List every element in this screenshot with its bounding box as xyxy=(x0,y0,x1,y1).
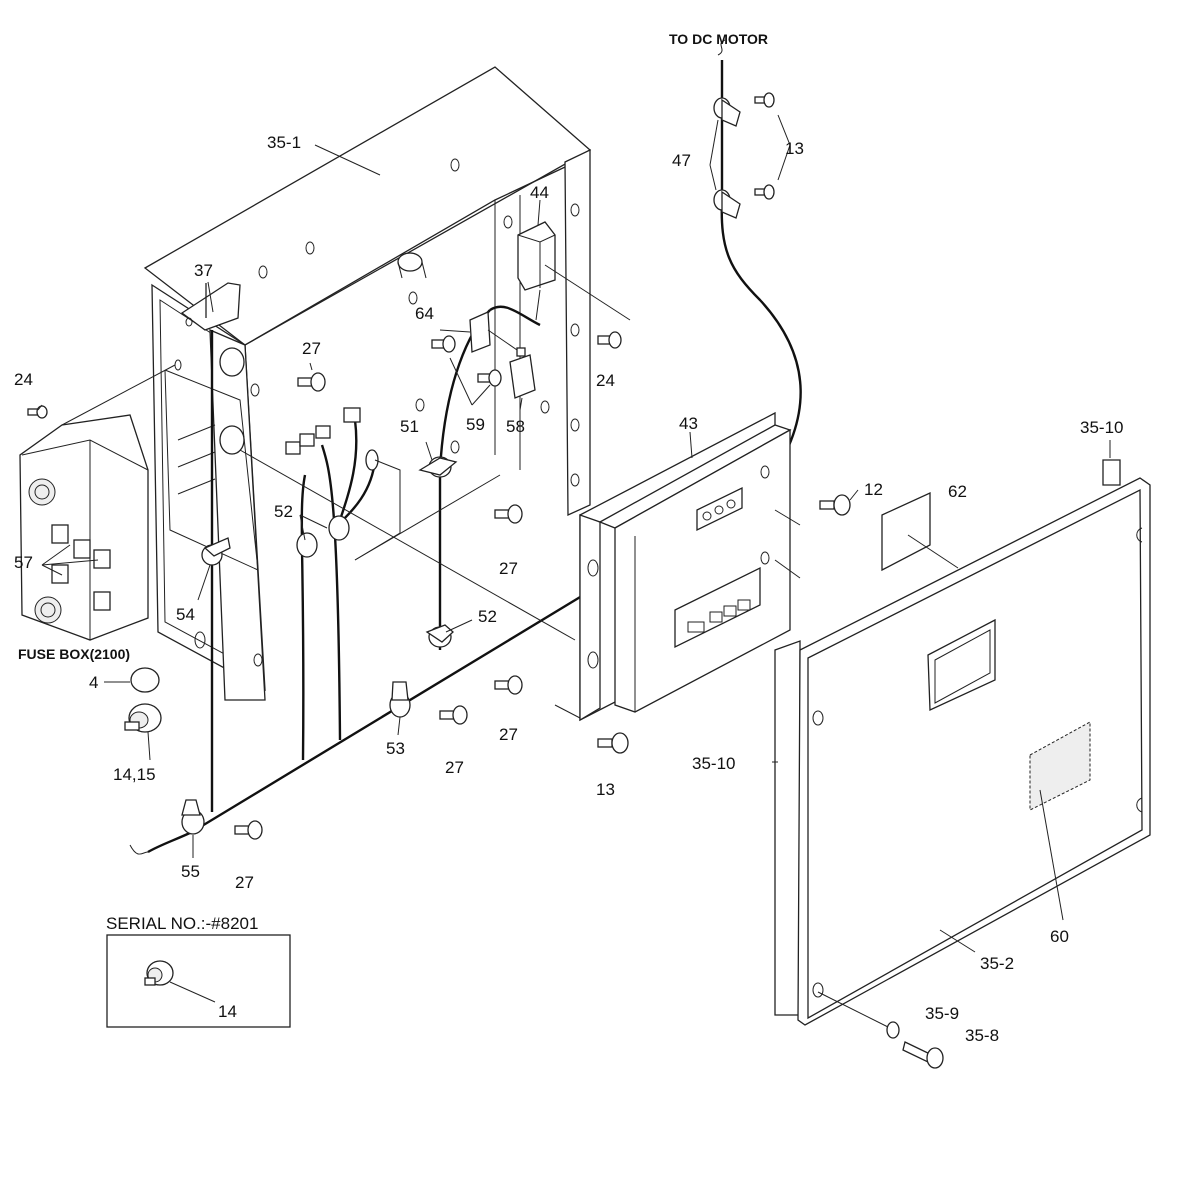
label-55: 55 xyxy=(181,862,200,881)
relay-64 xyxy=(469,311,521,353)
relay-58 xyxy=(509,347,536,399)
cap-4 xyxy=(104,667,160,693)
label-27-a: 27 xyxy=(302,339,321,358)
bolts xyxy=(27,92,851,840)
clamp-54 xyxy=(201,537,231,566)
label-13-bottom: 13 xyxy=(596,780,615,799)
label-27-d: 27 xyxy=(445,758,464,777)
label-35-1: 35-1 xyxy=(267,133,301,152)
cover-35-2 xyxy=(774,459,1151,1026)
label-52-b: 52 xyxy=(478,607,497,626)
label-13-top: 13 xyxy=(785,139,804,158)
label-54: 54 xyxy=(176,605,195,624)
label-35-9: 35-9 xyxy=(925,1004,959,1023)
label-53: 53 xyxy=(386,739,405,758)
bolt-35-8 xyxy=(902,1041,944,1069)
bracket-37 xyxy=(180,282,241,331)
label-serial-no: SERIAL NO.:-#8201 xyxy=(106,914,258,933)
relay-44 xyxy=(517,221,631,321)
label-44: 44 xyxy=(530,183,549,202)
label-35-10-top: 35-10 xyxy=(1080,418,1123,437)
label-51: 51 xyxy=(400,417,419,436)
callout-labels: TO DC MOTOR 35-1 37 27 24 57 54 FUSE BOX… xyxy=(14,31,1123,1045)
label-64: 64 xyxy=(415,304,434,323)
label-12: 12 xyxy=(864,480,883,499)
fuse-box xyxy=(19,364,176,641)
label-62: 62 xyxy=(948,482,967,501)
leader-lines xyxy=(37,144,1111,858)
clamp-52 xyxy=(425,624,454,648)
serial-inset xyxy=(106,934,291,1028)
label-4: 4 xyxy=(89,673,98,692)
label-27-b: 27 xyxy=(499,559,518,578)
label-57: 57 xyxy=(14,553,33,572)
switch-14-15 xyxy=(124,703,162,761)
label-27-e: 27 xyxy=(235,873,254,892)
label-60: 60 xyxy=(1050,927,1069,946)
label-52-a: 52 xyxy=(274,502,293,521)
label-27-c: 27 xyxy=(499,725,518,744)
label-to-dc-motor: TO DC MOTOR xyxy=(669,31,768,47)
label-14: 14 xyxy=(218,1002,237,1021)
label-35-10-left: 35-10 xyxy=(692,754,735,773)
washer-35-9 xyxy=(817,991,900,1039)
label-14-15: 14,15 xyxy=(113,765,156,784)
label-43: 43 xyxy=(679,414,698,433)
label-47: 47 xyxy=(672,151,691,170)
clamp-53 xyxy=(389,681,411,718)
label-58: 58 xyxy=(506,417,525,436)
label-24-right: 24 xyxy=(596,371,615,390)
label-35-2: 35-2 xyxy=(980,954,1014,973)
clamp-51 xyxy=(418,456,458,478)
label-24-left: 24 xyxy=(14,370,33,389)
label-35-8: 35-8 xyxy=(965,1026,999,1045)
main-frame-35-1 xyxy=(143,66,592,701)
label-59: 59 xyxy=(466,415,485,434)
clamps-47 xyxy=(709,97,791,219)
label-fuse-box: FUSE BOX(2100) xyxy=(18,646,130,662)
clamp-55 xyxy=(181,799,205,835)
label-37: 37 xyxy=(194,261,213,280)
controller-43 xyxy=(554,411,801,722)
